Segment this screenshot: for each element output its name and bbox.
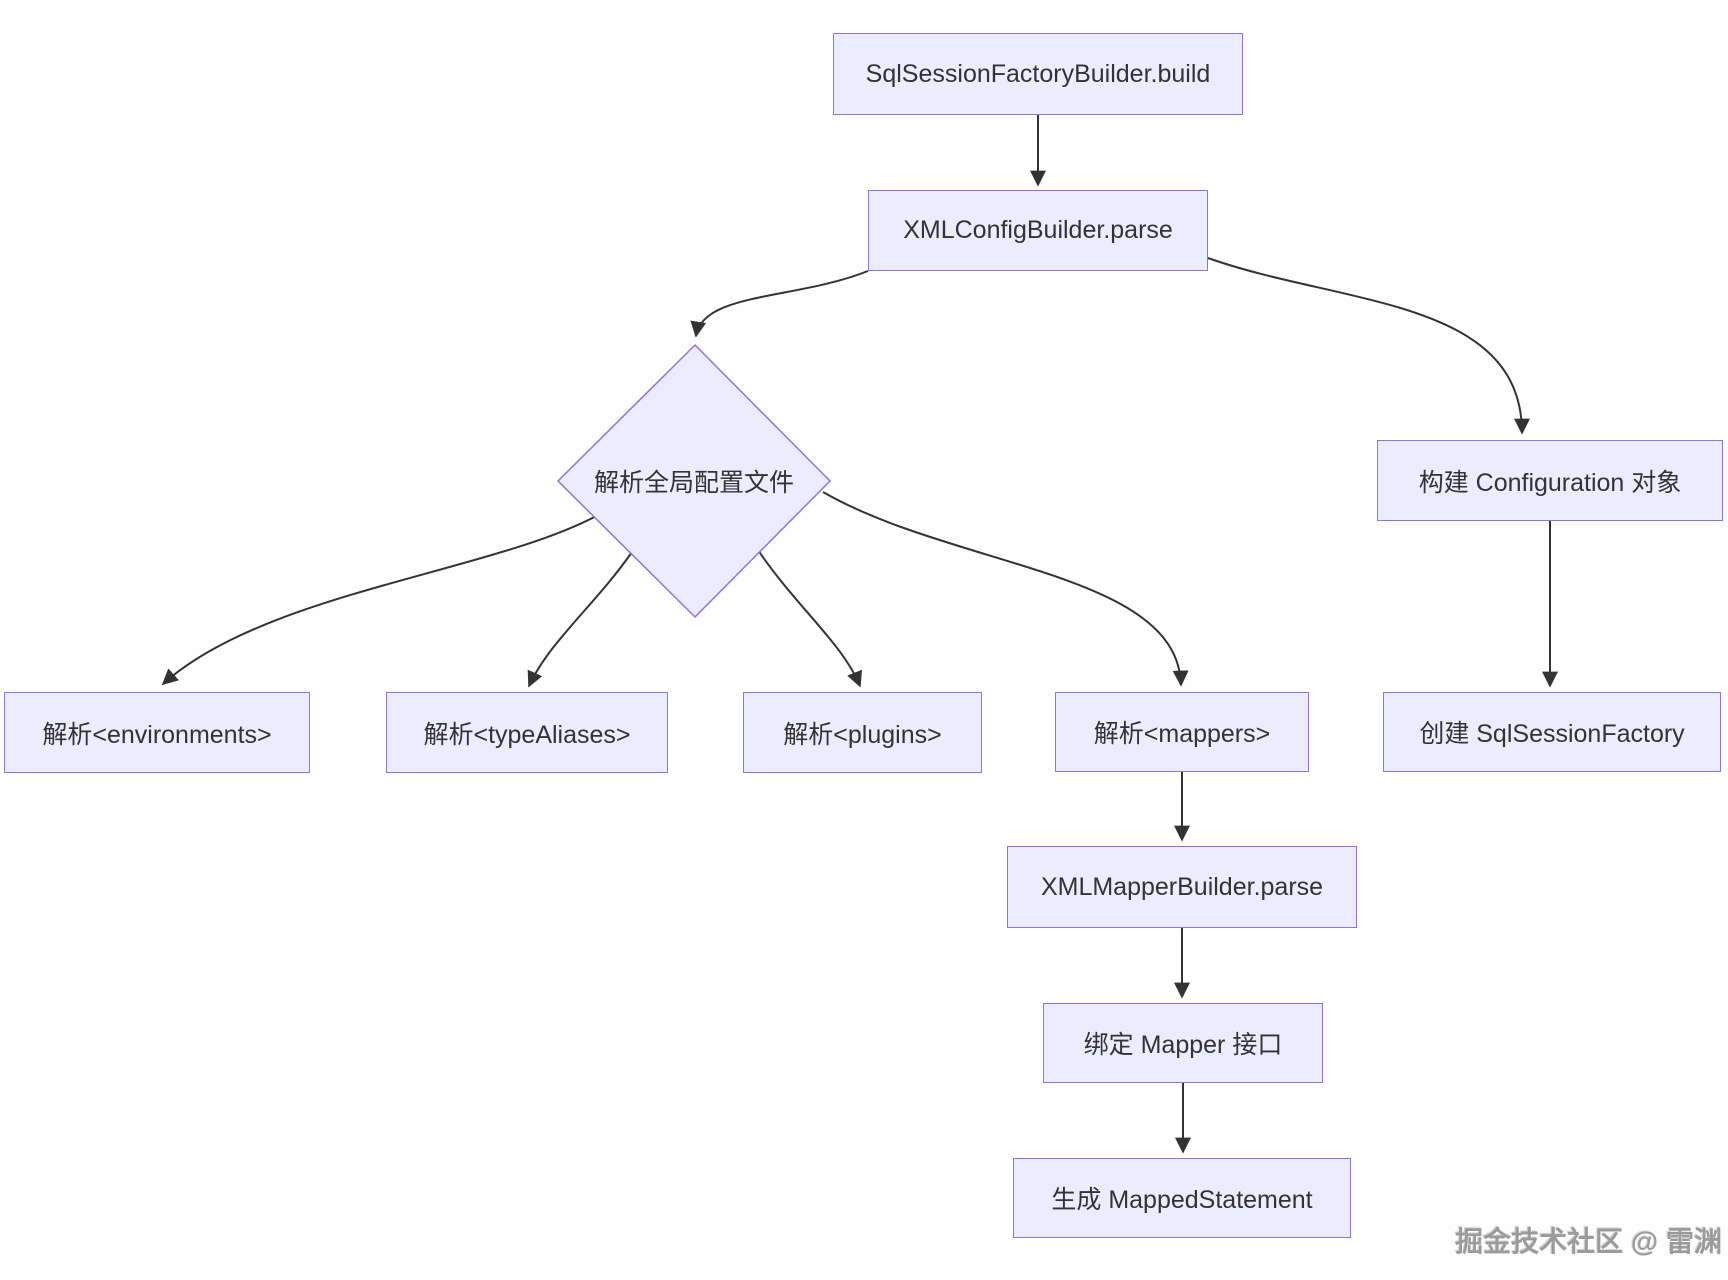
node-parse-typealiases: 解析<typeAliases> (386, 692, 668, 773)
node-label: 绑定 Mapper 接口 (1083, 1031, 1283, 1059)
node-label: 解析<plugins> (783, 720, 942, 749)
node-sqlsessionfactorybuilder-build: SqlSessionFactoryBuilder.build (833, 33, 1243, 115)
node-label: 解析<typeAliases> (423, 720, 631, 749)
edge-decision-to-environments (161, 513, 601, 686)
edge-decision-to-typealiases (527, 551, 633, 688)
decision-diamond-shape (556, 343, 832, 619)
node-parse-mappers: 解析<mappers> (1055, 692, 1309, 772)
node-label: 创建 SqlSessionFactory (1419, 720, 1685, 748)
node-parse-environments: 解析<environments> (4, 692, 310, 773)
node-label: 构建 Configuration 对象 (1418, 468, 1682, 497)
node-xmlconfigbuilder-parse: XMLConfigBuilder.parse (868, 190, 1208, 271)
node-parse-global-config-label: 解析全局配置文件 (554, 455, 834, 507)
node-label: 解析全局配置文件 (593, 469, 794, 497)
node-label: XMLMapperBuilder.parse (1040, 872, 1324, 901)
edge-decision-to-plugins (757, 549, 863, 688)
node-label: 解析<mappers> (1093, 720, 1271, 748)
node-label: 解析<environments> (42, 720, 272, 749)
node-label: XMLConfigBuilder.parse (903, 216, 1173, 244)
node-xmlmapperbuilder-parse: XMLMapperBuilder.parse (1007, 846, 1357, 928)
node-label: 生成 MappedStatement (1051, 1186, 1313, 1214)
edge-configparse-to-buildconfiguration (1207, 257, 1530, 435)
watermark: 掘金技术社区 @ 雷渊 (1455, 1226, 1722, 1257)
node-parse-plugins: 解析<plugins> (743, 692, 982, 773)
edge-decision-to-mappers (822, 491, 1189, 687)
node-bind-mapper-interface: 绑定 Mapper 接口 (1043, 1003, 1323, 1083)
node-generate-mappedstatement: 生成 MappedStatement (1013, 1158, 1351, 1238)
edge-configparse-to-decision (690, 270, 869, 338)
node-create-sqlsessionfactory: 创建 SqlSessionFactory (1383, 692, 1721, 772)
node-build-configuration: 构建 Configuration 对象 (1377, 440, 1723, 521)
node-label: SqlSessionFactoryBuilder.build (865, 59, 1211, 88)
